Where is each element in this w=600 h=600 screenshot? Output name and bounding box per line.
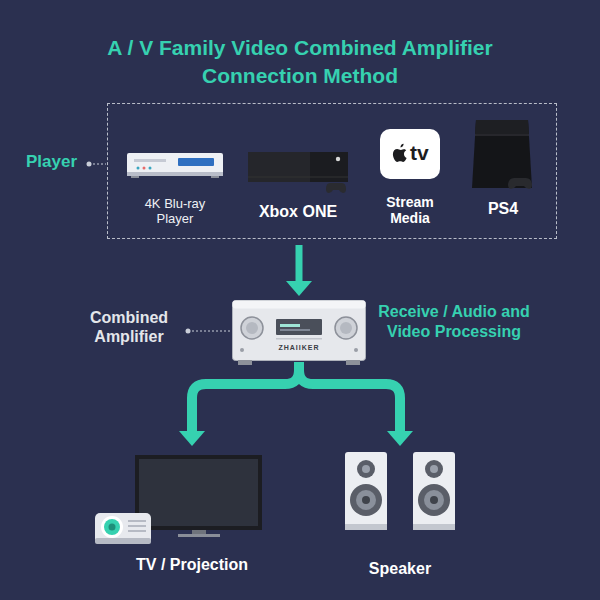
- diagram-title: A / V Family Video Combined Amplifier Co…: [95, 34, 505, 90]
- node-label: Combined Amplifier: [78, 308, 180, 346]
- amp-icon: [232, 300, 366, 366]
- node-label: PS4: [467, 200, 539, 218]
- leader-line: [93, 164, 106, 165]
- node-label: Speaker: [330, 560, 470, 578]
- display-tv: TV / Projection: [92, 450, 292, 574]
- node-label: Xbox ONE: [248, 203, 348, 221]
- leader-line: [192, 331, 231, 332]
- ps4-icon: [470, 118, 536, 192]
- device-xbox: Xbox ONE: [248, 150, 348, 221]
- icon-text: tv: [410, 141, 429, 165]
- arrow-head: [179, 431, 205, 446]
- flow-line: [192, 362, 299, 433]
- leader-dot: [186, 329, 191, 334]
- leader-dot: [87, 162, 92, 167]
- flow-arrow: [179, 362, 299, 446]
- device-stream: Stream Media tv: [378, 128, 442, 226]
- brand-name: ZHAIIKER: [232, 344, 366, 351]
- node-caption: Receive / Audio and Video Processing: [376, 302, 532, 342]
- player-group: Player4K Blu-ray PlayerXbox ONEStream Me…: [107, 103, 557, 239]
- node-label: 4K Blu-ray Player: [125, 196, 225, 226]
- xbox-icon: [248, 150, 348, 194]
- flow-arrow: [299, 362, 413, 446]
- speaker-pair: Speaker: [330, 450, 470, 578]
- flow-line: [299, 362, 400, 433]
- flow-arrow: [286, 245, 312, 296]
- amplifier: Combined AmplifierReceive / Audio and Vi…: [232, 300, 366, 362]
- speaker-icon: [330, 450, 470, 550]
- arrow-head: [286, 281, 312, 296]
- device-ps4: PS4: [467, 118, 539, 218]
- flow-line: [296, 245, 303, 283]
- node-label: Player: [26, 152, 88, 172]
- bluray-icon: [126, 150, 224, 180]
- arrow-head: [387, 431, 413, 446]
- node-label: Stream Media: [378, 194, 442, 226]
- device-bluray: 4K Blu-ray Player: [125, 150, 225, 226]
- tv-icon: [92, 450, 292, 550]
- node-label: TV / Projection: [92, 556, 292, 574]
